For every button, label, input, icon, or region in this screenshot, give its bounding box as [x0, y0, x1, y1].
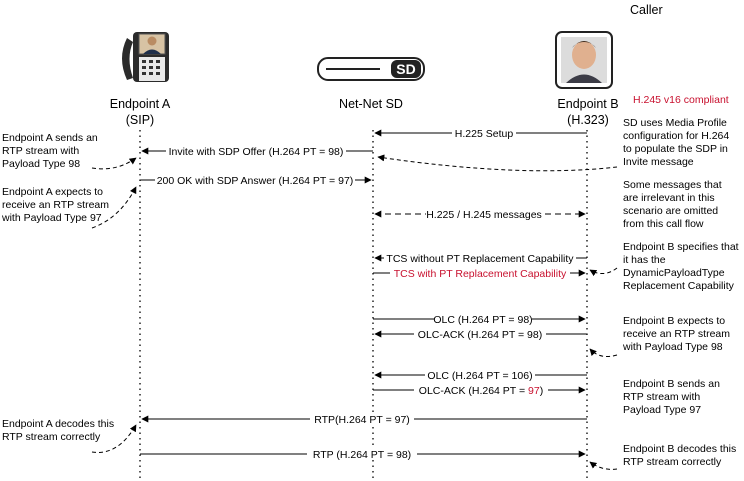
note-connector-right-3 [589, 348, 618, 357]
endpoint-a-protocol: (SIP) [126, 113, 154, 127]
note-endpoint-a-decodes: Endpoint A decodes this RTP stream corre… [2, 418, 117, 443]
session-director-device-icon: SD [317, 57, 425, 81]
note-endpoint-b-capability: Endpoint B specifies that it has the Dyn… [623, 241, 742, 292]
msg-rtp-98-label: RTP (H.264 PT = 98) [313, 449, 411, 461]
msg-olc-98-label: OLC (H.264 PT = 98) [433, 314, 532, 326]
note-connector-left-3 [91, 424, 137, 453]
note-connector-right-2 [589, 267, 618, 277]
note-endpoint-b-decodes: Endpoint B decodes this RTP stream corre… [623, 443, 739, 468]
msg-h225-setup-label: H.225 Setup [455, 128, 514, 140]
note-endpoint-a-sends: Endpoint A sends an RTP stream with Payl… [2, 132, 101, 170]
message-labels: H.225 Setup Invite with SDP Offer (H.264… [155, 127, 576, 461]
caller-label: Caller [630, 3, 663, 17]
note-connector-left-1 [91, 157, 137, 170]
msg-200ok-label: 200 OK with SDP Answer (H.264 PT = 97) [157, 175, 354, 187]
caller-photo-icon [555, 31, 613, 89]
msg-olc-106-label: OLC (H.264 PT = 106) [427, 370, 532, 382]
sd-badge: SD [396, 61, 415, 77]
note-connector-right-1 [377, 154, 618, 172]
msg-tcs-without-label: TCS without PT Replacement Capability [386, 253, 574, 265]
note-connector-right-4 [589, 461, 618, 470]
video-phone-icon [122, 32, 169, 82]
note-endpoint-b-sends: Endpoint B sends an RTP stream with Payl… [623, 378, 723, 416]
note-sd-media-profile: SD uses Media Profile configuration for … [623, 117, 732, 168]
msg-h225-h245-label: H.225 / H.245 messages [426, 209, 542, 221]
msg-olc-ack-98-label: OLC-ACK (H.264 PT = 98) [418, 329, 542, 341]
net-net-sd-name: Net-Net SD [339, 97, 403, 111]
note-omitted-messages: Some messages that are irrelevant in thi… [623, 179, 725, 230]
msg-tcs-with-label: TCS with PT Replacement Capability [394, 268, 567, 280]
endpoint-b-protocol: (H.323) [567, 113, 609, 127]
msg-invite-label: Invite with SDP Offer (H.264 PT = 98) [169, 146, 344, 158]
note-connector-left-2 [91, 186, 137, 229]
msg-olc-ack-97-label: OLC-ACK (H.264 PT = 97) [419, 385, 543, 397]
endpoint-a-name: Endpoint A [110, 97, 171, 111]
note-endpoint-b-expects: Endpoint B expects to receive an RTP str… [622, 315, 733, 353]
note-endpoint-a-expects: Endpoint A expects to receive an RTP str… [1, 186, 112, 224]
endpoint-b-name: Endpoint B [557, 97, 618, 111]
compliance-note: H.245 v16 compliant [633, 94, 729, 106]
msg-rtp-97-label: RTP(H.264 PT = 97) [314, 414, 410, 426]
